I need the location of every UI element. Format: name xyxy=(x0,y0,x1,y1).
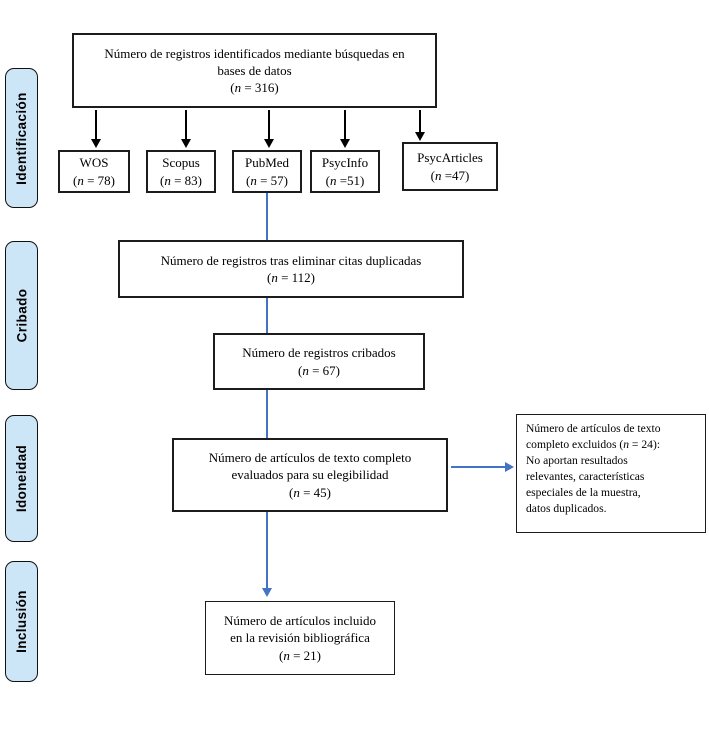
stage-idoneidad: Idoneidad xyxy=(5,415,38,542)
excluded-line1: Número de artículos de texto xyxy=(526,422,661,435)
stage-identificacion-label: Identificación xyxy=(14,91,29,185)
db-pubmed-name: PubMed xyxy=(244,155,290,171)
connector-dedup-to-screened xyxy=(266,298,269,333)
db-psycarticles-name: PsycArticles xyxy=(417,150,483,166)
db-scopus-name: Scopus xyxy=(162,155,200,171)
box-screened-records: Número de registros cribados (n = 67) xyxy=(213,333,425,390)
db-scopus-count: (n = 83) xyxy=(159,172,202,188)
db-psycinfo-count: (n =51) xyxy=(325,172,365,188)
db-pubmed-count: (n = 57) xyxy=(245,172,288,188)
excluded-line2: completo excluidos (n = 24): xyxy=(526,437,661,451)
connector-pubmed-to-dedup xyxy=(266,193,269,240)
box-screened-line1: Número de registros cribados xyxy=(242,345,396,361)
stage-inclusion: Inclusión xyxy=(5,561,38,682)
arrow-down-to-wos-icon xyxy=(89,110,102,148)
arrow-down-to-psycarticles-icon xyxy=(413,110,426,141)
box-included-count: (n = 21) xyxy=(278,647,321,663)
box-database-scopus: Scopus (n = 83) xyxy=(146,150,216,193)
stage-identificacion: Identificación xyxy=(5,68,38,208)
excluded-line4: relevantes, características xyxy=(526,469,645,483)
db-psycinfo-name: PsycInfo xyxy=(321,155,369,171)
stage-inclusion-label: Inclusión xyxy=(14,590,30,653)
stage-cribado: Cribado xyxy=(5,241,38,390)
excluded-line6: datos duplicados. xyxy=(526,501,607,515)
db-wos-name: WOS xyxy=(79,155,109,171)
excluded-line5: especiales de la muestra, xyxy=(526,485,641,499)
box-identified-line1: Número de registros identificados median… xyxy=(104,45,405,61)
box-fulltext-assessed: Número de artículos de texto completo ev… xyxy=(172,438,448,512)
db-psycarticles-count: (n =47) xyxy=(430,167,470,183)
stage-idoneidad-label: Idoneidad xyxy=(14,444,30,513)
box-deduplicated-records: Número de registros tras eliminar citas … xyxy=(118,240,464,298)
box-included-line2: en la revisión bibliográfica xyxy=(230,630,370,646)
box-fulltext-excluded: Número de artículos de texto completo ex… xyxy=(516,414,706,533)
arrow-down-to-scopus-icon xyxy=(179,110,192,148)
arrow-down-to-included-icon xyxy=(260,512,273,597)
box-screened-count: (n = 67) xyxy=(297,362,340,378)
db-wos-count: (n = 78) xyxy=(72,172,115,188)
box-dedup-count: (n = 112) xyxy=(266,270,316,285)
box-dedup-line1: Número de registros tras eliminar citas … xyxy=(160,252,422,268)
box-database-psycarticles: PsycArticles (n =47) xyxy=(402,142,498,191)
box-database-wos: WOS (n = 78) xyxy=(58,150,130,193)
arrow-down-to-psycinfo-icon xyxy=(338,110,351,148)
box-identified-records: Número de registros identificados median… xyxy=(72,33,437,108)
box-identified-count: (n = 316) xyxy=(230,80,279,96)
arrow-right-to-excluded-icon xyxy=(451,460,514,473)
box-elig-line2: evaluados para su elegibilidad xyxy=(231,467,389,483)
box-database-pubmed: PubMed (n = 57) xyxy=(232,150,302,193)
connector-screened-to-eligibility xyxy=(266,390,269,438)
box-database-psycinfo: PsycInfo (n =51) xyxy=(310,150,380,193)
box-elig-line1: Número de artículos de texto completo xyxy=(208,450,412,466)
excluded-line3: No aportan resultados xyxy=(526,453,628,467)
box-elig-count: (n = 45) xyxy=(288,484,331,500)
box-included-line1: Número de artículos incluido xyxy=(224,613,376,629)
arrow-down-to-pubmed-icon xyxy=(262,110,275,148)
box-identified-line2: bases de datos xyxy=(217,62,292,78)
box-included-articles: Número de artículos incluido en la revis… xyxy=(205,601,395,675)
stage-cribado-label: Cribado xyxy=(14,288,29,343)
